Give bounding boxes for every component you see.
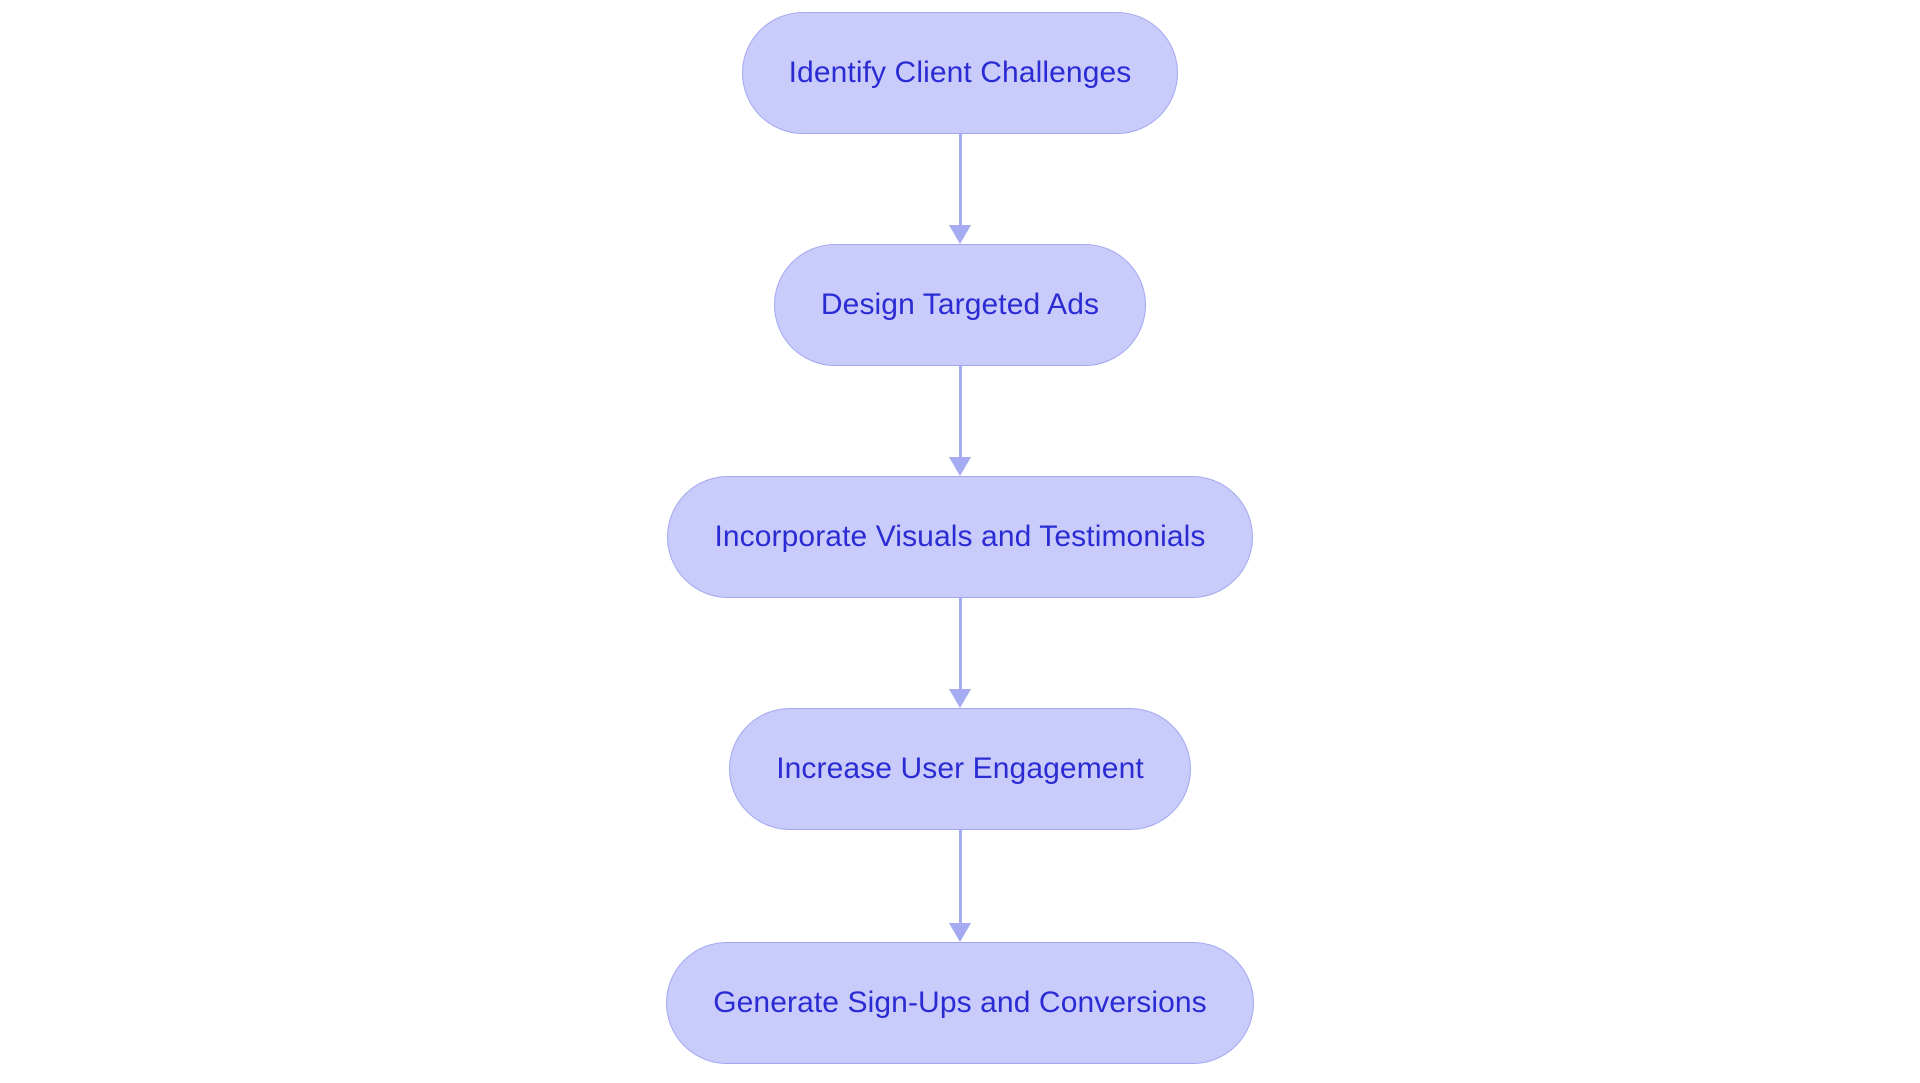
flow-node-identify-client-challenges[interactable]: Identify Client Challenges (741, 12, 1179, 134)
flow-node-generate-sign-ups-and-conversions[interactable]: Generate Sign-Ups and Conversions (666, 942, 1254, 1064)
flow-node-label: Identify Client Challenges (788, 56, 1132, 89)
flow-node-label: Incorporate Visuals and Testimonials (714, 520, 1206, 553)
flow-edge-2-to-3 (940, 366, 980, 476)
flow-node-label: Design Targeted Ads (820, 288, 1100, 321)
edge-line (958, 134, 962, 226)
edge-line (958, 598, 962, 690)
arrowhead-down-icon (949, 689, 971, 708)
flow-edge-1-to-2 (940, 134, 980, 244)
arrowhead-down-icon (949, 457, 971, 476)
flow-edge-3-to-4 (940, 598, 980, 708)
flow-edge-4-to-5 (940, 830, 980, 942)
edge-line (958, 366, 962, 458)
edge-line (958, 830, 962, 924)
arrowhead-down-icon (949, 923, 971, 942)
flow-node-design-targeted-ads[interactable]: Design Targeted Ads (773, 244, 1147, 366)
arrowhead-down-icon (949, 225, 971, 244)
flow-node-label: Generate Sign-Ups and Conversions (713, 986, 1207, 1019)
flow-node-incorporate-visuals-and-testimonials[interactable]: Incorporate Visuals and Testimonials (667, 476, 1253, 598)
flow-node-increase-user-engagement[interactable]: Increase User Engagement (729, 708, 1191, 830)
flow-node-label: Increase User Engagement (776, 752, 1144, 785)
